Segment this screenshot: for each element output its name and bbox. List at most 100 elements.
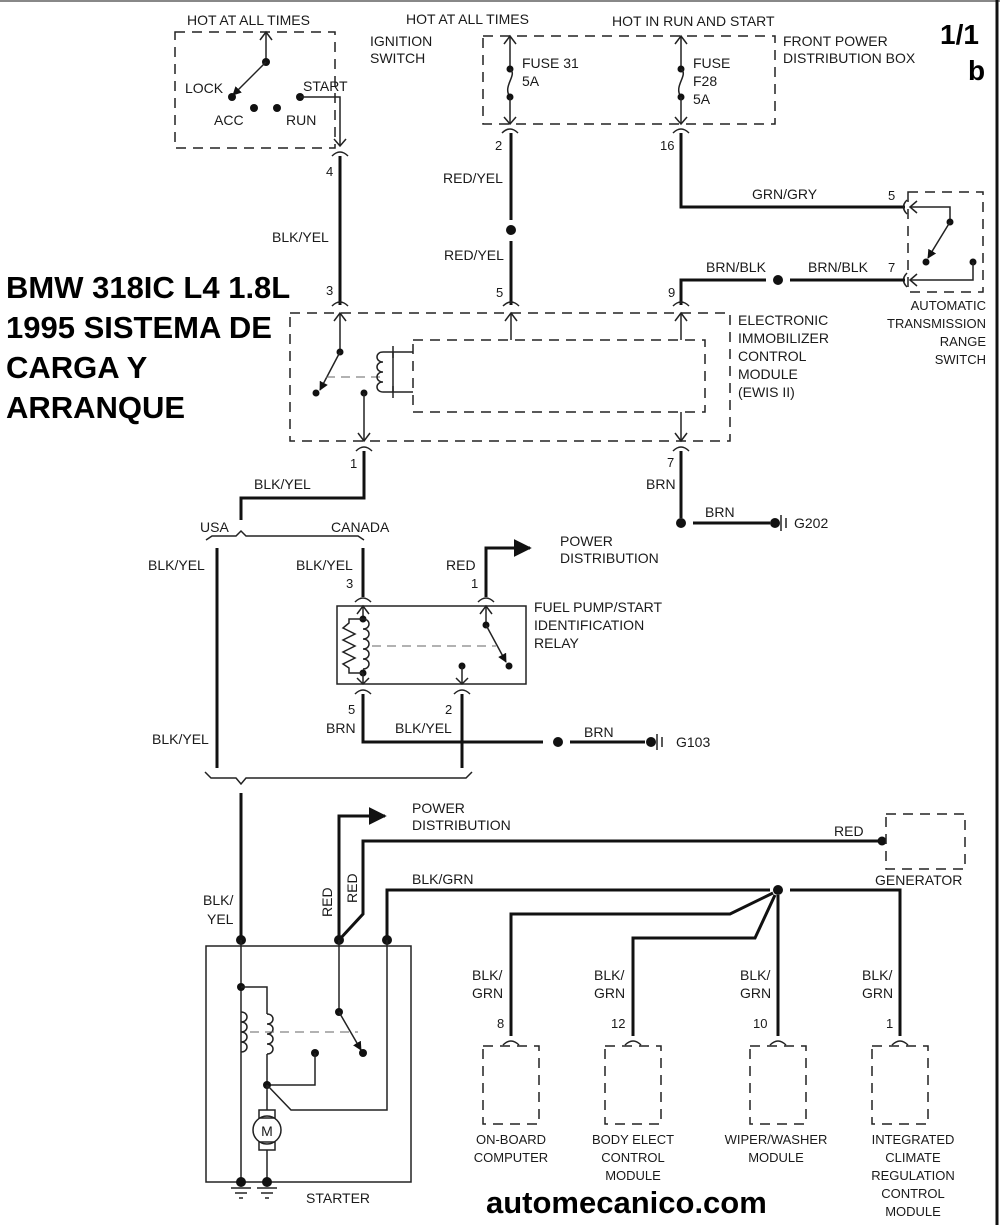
hot-label-2: HOT AT ALL TIMES [406, 11, 529, 27]
svg-text:FUSE 31: FUSE 31 [522, 55, 579, 71]
svg-text:BLK/YEL: BLK/YEL [272, 229, 329, 245]
ground-icon-starter-1 [231, 1187, 251, 1199]
svg-text:BLK/YEL: BLK/YEL [148, 557, 205, 573]
svg-text:7: 7 [667, 455, 674, 470]
svg-text:BLK/YEL: BLK/YEL [254, 476, 311, 492]
svg-text:RUN: RUN [286, 112, 316, 128]
svg-text:POWER: POWER [412, 800, 465, 816]
module-body-elect: BLK/ GRN 12 BODY ELECT CONTROL MODULE [592, 967, 674, 1183]
svg-text:8: 8 [497, 1016, 504, 1031]
svg-text:CANADA: CANADA [331, 519, 390, 535]
svg-text:GRN/GRY: GRN/GRY [752, 186, 818, 202]
svg-text:DISTRIBUTION BOX: DISTRIBUTION BOX [783, 50, 916, 66]
svg-text:4: 4 [326, 164, 333, 179]
generator: GENERATOR [875, 813, 966, 888]
fuel-pump-start-relay: FUEL PUMP/START IDENTIFICATION RELAY [336, 597, 663, 695]
svg-text:IDENTIFICATION: IDENTIFICATION [534, 617, 644, 633]
svg-text:POWER: POWER [560, 533, 613, 549]
svg-text:DISTRIBUTION: DISTRIBUTION [560, 550, 659, 566]
svg-text:USA: USA [200, 519, 229, 535]
wire-red-generator [337, 839, 880, 942]
ground-icon-g202 [770, 515, 787, 531]
ground-label-g202: G202 [794, 515, 828, 531]
svg-text:5: 5 [348, 702, 355, 717]
svg-text:BODY ELECT: BODY ELECT [592, 1132, 674, 1147]
svg-text:RANGE: RANGE [940, 334, 987, 349]
svg-text:RED: RED [446, 557, 476, 573]
svg-text:RED: RED [834, 823, 864, 839]
wire-brn-blk-a [679, 278, 766, 305]
svg-text:3: 3 [326, 283, 333, 298]
svg-text:FUEL PUMP/START: FUEL PUMP/START [534, 599, 663, 615]
svg-text:WIPER/WASHER: WIPER/WASHER [725, 1132, 828, 1147]
wire-red-relay [484, 539, 532, 597]
front-power-distribution-box: HOT AT ALL TIMES HOT IN RUN AND START FR… [406, 11, 916, 153]
svg-text:RED: RED [344, 873, 360, 903]
ground-label-g103: G103 [676, 734, 710, 750]
wire-red-starter-power [337, 807, 387, 940]
svg-text:3: 3 [346, 576, 353, 591]
svg-text:BRN/BLK: BRN/BLK [706, 259, 767, 275]
svg-text:MODULE: MODULE [605, 1168, 661, 1183]
svg-text:CONTROL: CONTROL [601, 1150, 665, 1165]
svg-text:GRN: GRN [594, 985, 625, 1001]
svg-text:BMW 318IC L4 1.8L: BMW 318IC L4 1.8L [6, 270, 290, 305]
wire-grn-gry [679, 133, 905, 209]
svg-text:ACC: ACC [214, 112, 244, 128]
svg-text:BLK/YEL: BLK/YEL [152, 731, 209, 747]
module-on-board-computer: BLK/ GRN 8 ON-BOARD COMPUTER [472, 967, 548, 1165]
svg-text:DISTRIBUTION: DISTRIBUTION [412, 817, 511, 833]
immobilizer-module: ELECTRONIC IMMOBILIZER CONTROL MODULE (E… [289, 301, 829, 452]
svg-text:MODULE: MODULE [738, 366, 798, 382]
svg-text:BLK/: BLK/ [203, 892, 233, 908]
svg-text:CONTROL: CONTROL [738, 348, 807, 364]
module-climate-control: BLK/ GRN 1 INTEGRATED CLIMATE REGULATION… [862, 967, 955, 1219]
svg-text:BRN: BRN [584, 724, 614, 740]
ground-icon-starter-2 [257, 1187, 277, 1199]
svg-text:GRN: GRN [862, 985, 893, 1001]
svg-text:BLK/: BLK/ [740, 967, 770, 983]
site-watermark: automecanico.com [486, 1185, 767, 1220]
svg-text:BLK/: BLK/ [472, 967, 502, 983]
svg-text:RED/YEL: RED/YEL [443, 170, 503, 186]
svg-text:BRN: BRN [646, 476, 676, 492]
wire-blk-yel-ews-out [239, 451, 366, 520]
svg-text:SWITCH: SWITCH [935, 352, 986, 367]
svg-text:1: 1 [886, 1016, 893, 1031]
wire-blk-grn-main [385, 888, 770, 940]
ignition-switch: HOT AT ALL TIMES IGNITION SWITCH LOCK AC… [174, 12, 432, 179]
svg-text:ARRANQUE: ARRANQUE [6, 390, 185, 425]
svg-text:9: 9 [668, 285, 675, 300]
module-wiper-washer: BLK/ GRN 10 WIPER/WASHER MODULE [725, 967, 828, 1165]
svg-text:BLK/: BLK/ [594, 967, 624, 983]
svg-text:REGULATION: REGULATION [871, 1168, 955, 1183]
svg-text:LOCK: LOCK [185, 80, 224, 96]
variant-bracket [205, 529, 365, 541]
hot-label-1: HOT AT ALL TIMES [187, 12, 310, 28]
svg-text:TRANSMISSION: TRANSMISSION [887, 316, 986, 331]
svg-text:BRN: BRN [705, 504, 735, 520]
svg-text:1995 SISTEMA DE: 1995 SISTEMA DE [6, 310, 272, 345]
svg-text:COMPUTER: COMPUTER [474, 1150, 548, 1165]
svg-text:5A: 5A [693, 91, 711, 107]
svg-text:STARTER: STARTER [306, 1190, 370, 1206]
svg-text:YEL: YEL [207, 911, 234, 927]
svg-text:GENERATOR: GENERATOR [875, 872, 962, 888]
svg-text:GRN: GRN [740, 985, 771, 1001]
svg-text:1: 1 [471, 576, 478, 591]
svg-text:10: 10 [753, 1016, 767, 1031]
svg-text:(EWIS II): (EWIS II) [738, 384, 795, 400]
svg-text:CLIMATE: CLIMATE [885, 1150, 941, 1165]
svg-text:5A: 5A [522, 73, 540, 89]
svg-text:16: 16 [660, 138, 674, 153]
svg-text:BRN: BRN [326, 720, 356, 736]
starter: M STARTER [205, 935, 412, 1206]
svg-text:M: M [261, 1123, 273, 1139]
svg-text:IGNITION: IGNITION [370, 33, 432, 49]
svg-text:12: 12 [611, 1016, 625, 1031]
transmission-range-switch: 5 7 AUTOMATIC TRANSMISSION RANGE SWITCH [887, 188, 986, 367]
svg-text:GRN: GRN [472, 985, 503, 1001]
svg-text:2: 2 [445, 702, 452, 717]
svg-text:CONTROL: CONTROL [881, 1186, 945, 1201]
